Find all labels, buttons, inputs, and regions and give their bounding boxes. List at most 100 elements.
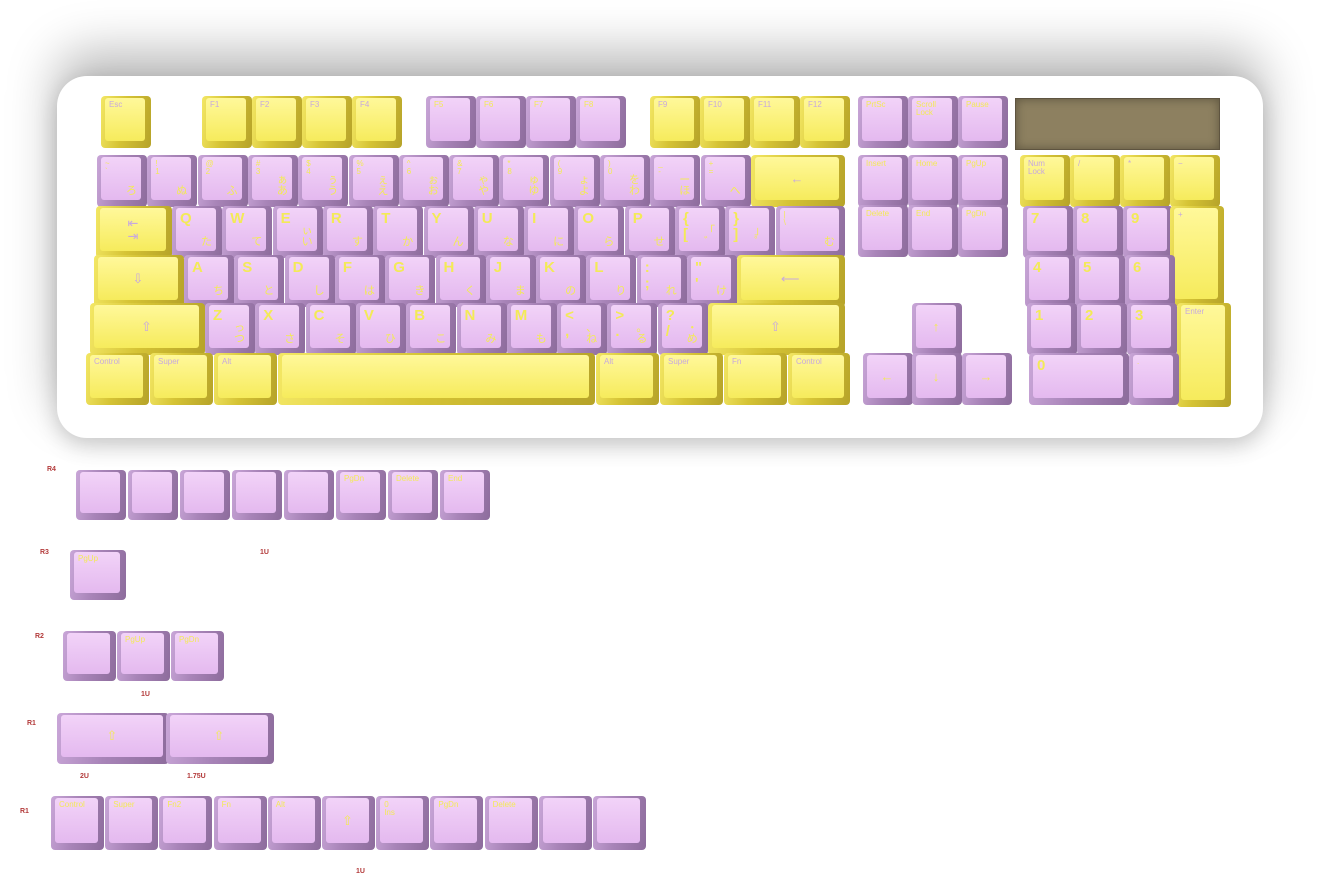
keycap-top: | \む — [779, 208, 839, 251]
legend: 0 — [1037, 357, 1046, 374]
key-8: 8 — [1073, 206, 1123, 258]
legend: O — [582, 210, 595, 227]
key-key: " 'け — [687, 255, 737, 307]
key-control: Control — [788, 353, 850, 405]
legend: ↑ — [932, 318, 940, 334]
keycap-top: End — [912, 207, 952, 250]
kana-legend: を わ — [629, 173, 640, 198]
key-delete: Delete — [858, 205, 908, 257]
key-f5: F5 — [426, 96, 476, 148]
kana-legend: は — [363, 285, 375, 298]
key-key: ⇧ — [166, 713, 274, 764]
legend: " ' — [695, 259, 703, 292]
keycap-top: < ,、 ね — [561, 305, 602, 348]
legend: T — [381, 210, 391, 227]
legend: < , — [565, 307, 574, 340]
keycap-top: PgUp — [962, 157, 1002, 200]
key-2: 2 — [1077, 303, 1127, 355]
legend: ^ 6 — [406, 159, 412, 177]
kana-legend: 。 る — [636, 321, 648, 346]
legend: ) 0 — [608, 159, 613, 177]
legend: ← — [880, 368, 894, 384]
keycap-top: PgDn — [340, 472, 380, 513]
kana-legend: ぅ う — [327, 173, 339, 198]
legend: K — [544, 259, 555, 276]
keycap-top — [67, 633, 110, 674]
keycap-top — [542, 798, 586, 843]
keycap-top: Control — [90, 355, 143, 398]
key-f11: F11 — [750, 96, 800, 148]
key-f9: F9 — [650, 96, 700, 148]
legend: F1 — [210, 100, 220, 109]
legend: ~ ` — [105, 159, 110, 177]
legend: PgDn — [438, 800, 459, 809]
key-pgup: PgUp — [958, 155, 1008, 207]
keycap-top: _ -ー ほ — [654, 157, 695, 200]
legend: PgDn — [179, 635, 200, 644]
kana-legend: な — [502, 236, 514, 249]
key-key: ⇧ — [90, 303, 205, 355]
keycap-top: % 5 ぇ え — [352, 157, 393, 200]
legend: PgUp — [125, 635, 146, 644]
legend: Delete — [866, 209, 890, 218]
legend: X — [263, 307, 274, 324]
key-key: * — [1120, 155, 1170, 207]
legend: Alt — [275, 800, 286, 809]
key-key: : ;れ — [636, 255, 687, 307]
keycap-top — [282, 355, 589, 398]
legend: F10 — [708, 100, 722, 109]
keycap-top: ) 0 を わ — [604, 157, 644, 200]
keycap-top — [597, 798, 640, 843]
legend: % 5 — [356, 159, 364, 177]
keycap-top: ← — [867, 355, 907, 398]
key-f7: F7 — [526, 96, 576, 148]
key-pgdn: PgDn — [430, 796, 484, 850]
key-control: Control — [86, 353, 149, 405]
kana-legend: せ — [653, 236, 665, 249]
legend: 1 — [1035, 307, 1044, 324]
legend: + — [1178, 210, 1183, 219]
legend: F2 — [260, 100, 270, 109]
legend: Super — [113, 800, 135, 809]
kana-legend: と — [263, 285, 275, 298]
keycap-top: } ]」 ゜ — [729, 208, 770, 251]
keycap-top: 0 Ins — [380, 798, 424, 843]
legend: W — [230, 210, 245, 227]
legend: End — [448, 474, 463, 483]
key-pause: Pause — [958, 96, 1008, 148]
legend: Scroll Lock — [916, 100, 937, 118]
keycap-top: ↓ — [916, 355, 956, 398]
key-pgup: PgUp — [70, 550, 126, 600]
kana-legend: ょ よ — [578, 173, 590, 198]
key-alt: Alt — [267, 796, 321, 850]
kana-legend: す — [351, 236, 363, 249]
keycap-top: PgUp — [74, 552, 120, 593]
kana-legend: ぇ え — [377, 173, 389, 198]
size-label: 1U — [260, 549, 269, 556]
keycap-top: * — [1124, 157, 1164, 200]
legend: { [ — [683, 210, 689, 243]
keycap-top: PgUp — [121, 633, 164, 674]
legend: ? / — [665, 307, 675, 340]
keycap-top: Delete — [392, 472, 432, 513]
keycap-top: Fn — [217, 798, 261, 843]
legend: Enter — [1185, 307, 1205, 316]
